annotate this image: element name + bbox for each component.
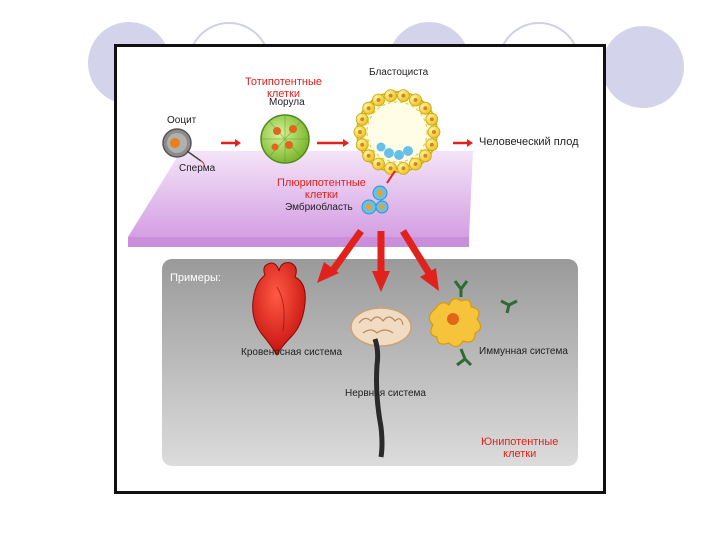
arrow-blastocyst-to-fetus xyxy=(453,139,473,147)
diagram-frame: Ооцит Сперма Тотипотентные клетки Морула… xyxy=(114,44,606,494)
arrow-oocyte-to-morula xyxy=(221,139,241,147)
sperm-label: Сперма xyxy=(179,163,216,174)
blastocyst-cell-nucleus xyxy=(423,153,428,158)
stem-cell-diagram xyxy=(128,89,578,466)
blastocyst-cell-nucleus xyxy=(388,166,393,171)
blastocyst-cell-nucleus xyxy=(429,142,434,147)
examples-panel xyxy=(162,259,578,466)
blastocyst-cell-nucleus xyxy=(366,153,371,158)
slide-decor-circle xyxy=(602,26,684,108)
immune-system-label: Иммунная система xyxy=(479,346,568,357)
blastocyst-cell-nucleus xyxy=(360,142,365,147)
blastocyst-cell-nucleus xyxy=(432,130,436,134)
antibody-icon xyxy=(453,280,518,367)
blastocyst-cell-nucleus xyxy=(423,106,428,111)
unipotent-label: Юнипотентные клетки xyxy=(481,436,559,460)
morula-label: Морула xyxy=(269,97,305,108)
brain-icon xyxy=(350,307,412,458)
pluripotent-label: Плюрипотентные клетки xyxy=(277,177,366,201)
pluripotent-label-line2: клетки xyxy=(304,188,339,201)
human-fetus-label: Человеческий плод xyxy=(479,136,579,148)
heart-icon xyxy=(252,262,306,357)
blastocyst-cell-nucleus xyxy=(429,117,434,122)
blastocyst-cell-nucleus xyxy=(401,166,406,171)
blastocyst-cell-nucleus xyxy=(401,93,406,98)
unipotent-label-line1: Юнипотентные xyxy=(481,436,559,448)
arrow-to-nervous xyxy=(372,231,390,292)
circulatory-system-label: Кровеносная система xyxy=(241,347,343,358)
embryoblast-label: Эмбриобласть xyxy=(285,202,353,213)
arrow-morula-to-blastocyst xyxy=(317,139,349,147)
blastocyst-icon xyxy=(353,89,441,175)
arrow-to-immune xyxy=(400,229,439,291)
blastocyst-cell-nucleus xyxy=(413,98,418,102)
blastocyst-cell-nucleus xyxy=(413,162,418,166)
blastocyst-cell-nucleus xyxy=(388,93,393,98)
purple-plane-edge xyxy=(128,237,469,247)
oocyte-icon xyxy=(162,128,205,168)
blastocyst-cell-nucleus xyxy=(360,117,365,122)
totipotent-label-line1: Тотипотентные xyxy=(245,76,322,88)
morula-icon xyxy=(260,114,310,164)
arrow-to-circulatory xyxy=(317,228,364,283)
blastocyst-cell-nucleus xyxy=(358,130,362,134)
blastocyst-cell-nucleus xyxy=(366,106,371,111)
oocyte-label: Ооцит xyxy=(167,115,197,126)
blastocyst-label: Бластоциста xyxy=(369,67,429,78)
blastocyst-cell-nucleus xyxy=(376,98,381,102)
nervous-system-label: Нервная система xyxy=(345,388,426,399)
embryoblast-icon xyxy=(361,185,389,215)
examples-label: Примеры: xyxy=(170,272,221,284)
pluripotent-label-line1: Плюрипотентные xyxy=(277,177,366,189)
immune-cell-icon xyxy=(428,298,482,348)
unipotent-label-line2: клетки xyxy=(503,447,537,460)
totipotent-label-line2: клетки xyxy=(266,87,301,100)
totipotent-label: Тотипотентные клетки xyxy=(245,76,322,100)
blastocyst-cell-nucleus xyxy=(376,162,381,166)
